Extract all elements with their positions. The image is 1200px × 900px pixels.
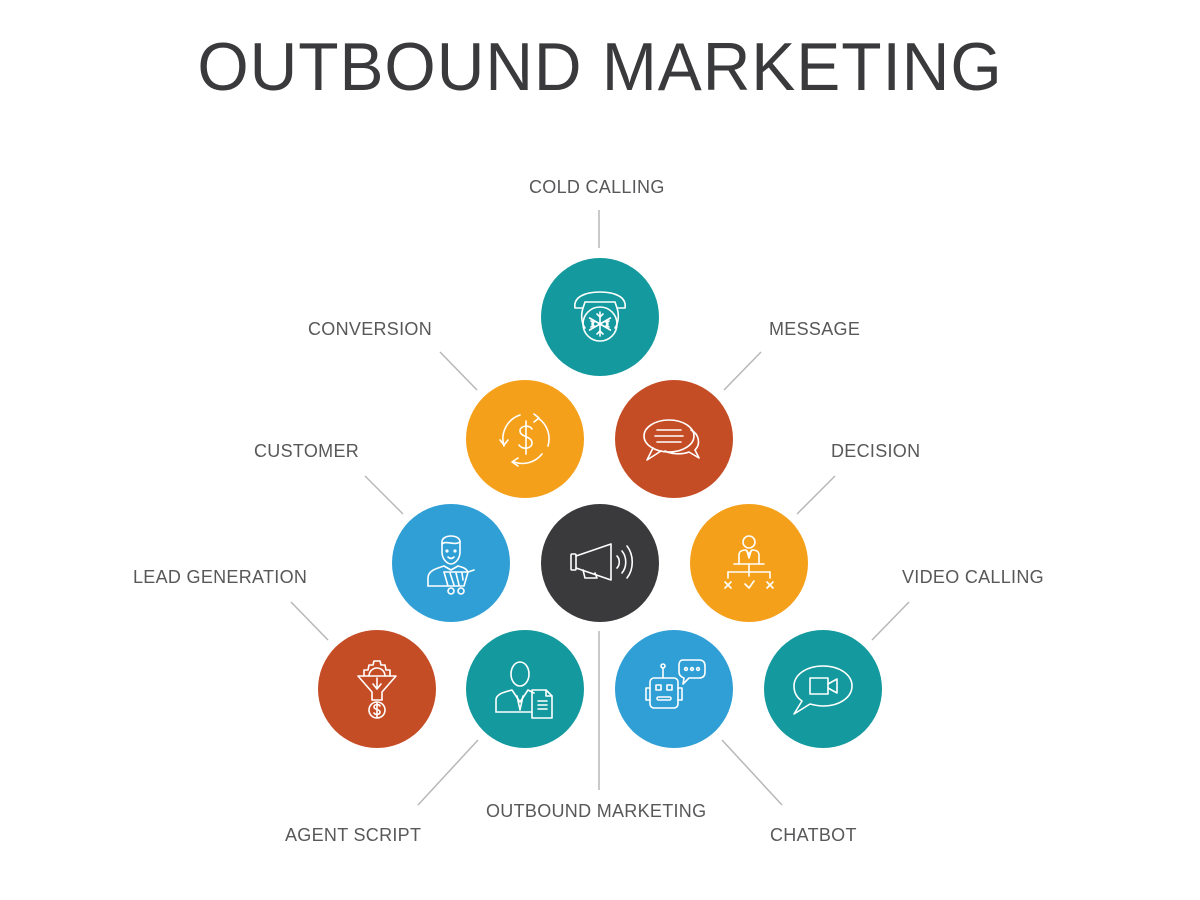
connector-conversion xyxy=(439,351,478,391)
node-cold-calling[interactable] xyxy=(541,258,659,376)
agent-document-icon xyxy=(495,661,553,719)
dollar-cycle-icon xyxy=(499,413,550,467)
node-customer[interactable] xyxy=(392,504,510,622)
node-agent-script[interactable] xyxy=(466,630,584,748)
chat-bubbles-icon xyxy=(643,419,700,461)
connector-message xyxy=(723,351,762,391)
node-chatbot[interactable] xyxy=(615,630,733,748)
label-video-calling: VIDEO CALLING xyxy=(902,567,1044,587)
decision-tree-icon xyxy=(724,535,774,589)
connector-video-calling xyxy=(871,601,910,641)
node-lead-generation[interactable] xyxy=(318,630,436,748)
node-conversion[interactable] xyxy=(466,380,584,498)
label-message: MESSAGE xyxy=(769,319,861,339)
label-customer: CUSTOMER xyxy=(254,441,360,461)
funnel-gear-icon xyxy=(357,660,397,719)
page-title: OUTBOUND MARKETING xyxy=(197,29,1003,105)
label-lead-generation: LEAD GENERATION xyxy=(133,567,308,587)
connector-decision xyxy=(796,475,836,515)
label-agent-script: AGENT SCRIPT xyxy=(285,825,422,845)
node-outbound-marketing[interactable] xyxy=(541,504,659,622)
connector-customer xyxy=(364,475,404,515)
connector-agent-script xyxy=(417,739,479,806)
node-message[interactable] xyxy=(615,380,733,498)
video-bubble-icon xyxy=(793,665,853,715)
label-cold-calling: COLD CALLING xyxy=(529,177,665,197)
robot-chat-icon xyxy=(645,659,706,709)
node-video-calling[interactable] xyxy=(764,630,882,748)
label-outbound-marketing: OUTBOUND MARKETING xyxy=(486,801,707,821)
customer-cart-icon xyxy=(427,535,475,595)
label-decision: DECISION xyxy=(831,441,921,461)
phone-snowflake-icon xyxy=(574,291,626,342)
label-conversion: CONVERSION xyxy=(308,319,433,339)
megaphone-icon xyxy=(570,543,634,581)
label-chatbot: CHATBOT xyxy=(770,825,857,845)
node-decision[interactable] xyxy=(690,504,808,622)
connector-lead-generation xyxy=(290,601,329,641)
connector-chatbot xyxy=(721,739,783,806)
